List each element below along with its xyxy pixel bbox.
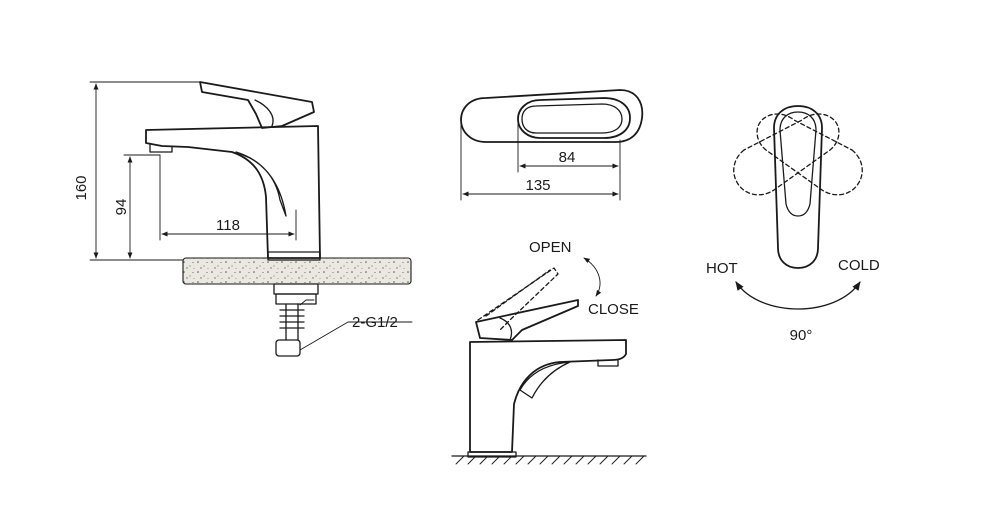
top-handle-outline <box>517 97 631 139</box>
top-body-outline <box>460 89 644 143</box>
operation-view: OPEN CLOSE <box>451 239 647 465</box>
rotation-angle: 90° <box>790 327 813 344</box>
temperature-view: HOT COLD 90° <box>706 105 880 344</box>
dim-spout-reach: 118 <box>216 217 240 234</box>
operation-faucet-body <box>469 339 627 453</box>
operation-handle-open <box>477 267 559 331</box>
operation-handle-closed <box>475 299 579 341</box>
handle-cold-position <box>756 113 863 196</box>
cold-label: COLD <box>838 257 880 274</box>
dim-height-total: 160 <box>73 175 90 200</box>
handle-hot-position <box>733 113 840 196</box>
dim-spout-height: 94 <box>113 199 130 216</box>
dim-overall-length: 135 <box>525 177 550 194</box>
connection-label: 2-G1/2 <box>352 314 398 331</box>
top-view: 84 135 <box>460 89 644 201</box>
dim-handle-length: 84 <box>559 149 576 166</box>
close-label: CLOSE <box>588 301 639 318</box>
countertop <box>182 257 412 285</box>
open-label: OPEN <box>529 239 572 256</box>
side-view: 160 94 118 2-G1/2 <box>73 81 413 357</box>
lever-handle <box>199 81 315 129</box>
hot-label: HOT <box>706 260 738 277</box>
handle-center-position <box>773 105 823 269</box>
